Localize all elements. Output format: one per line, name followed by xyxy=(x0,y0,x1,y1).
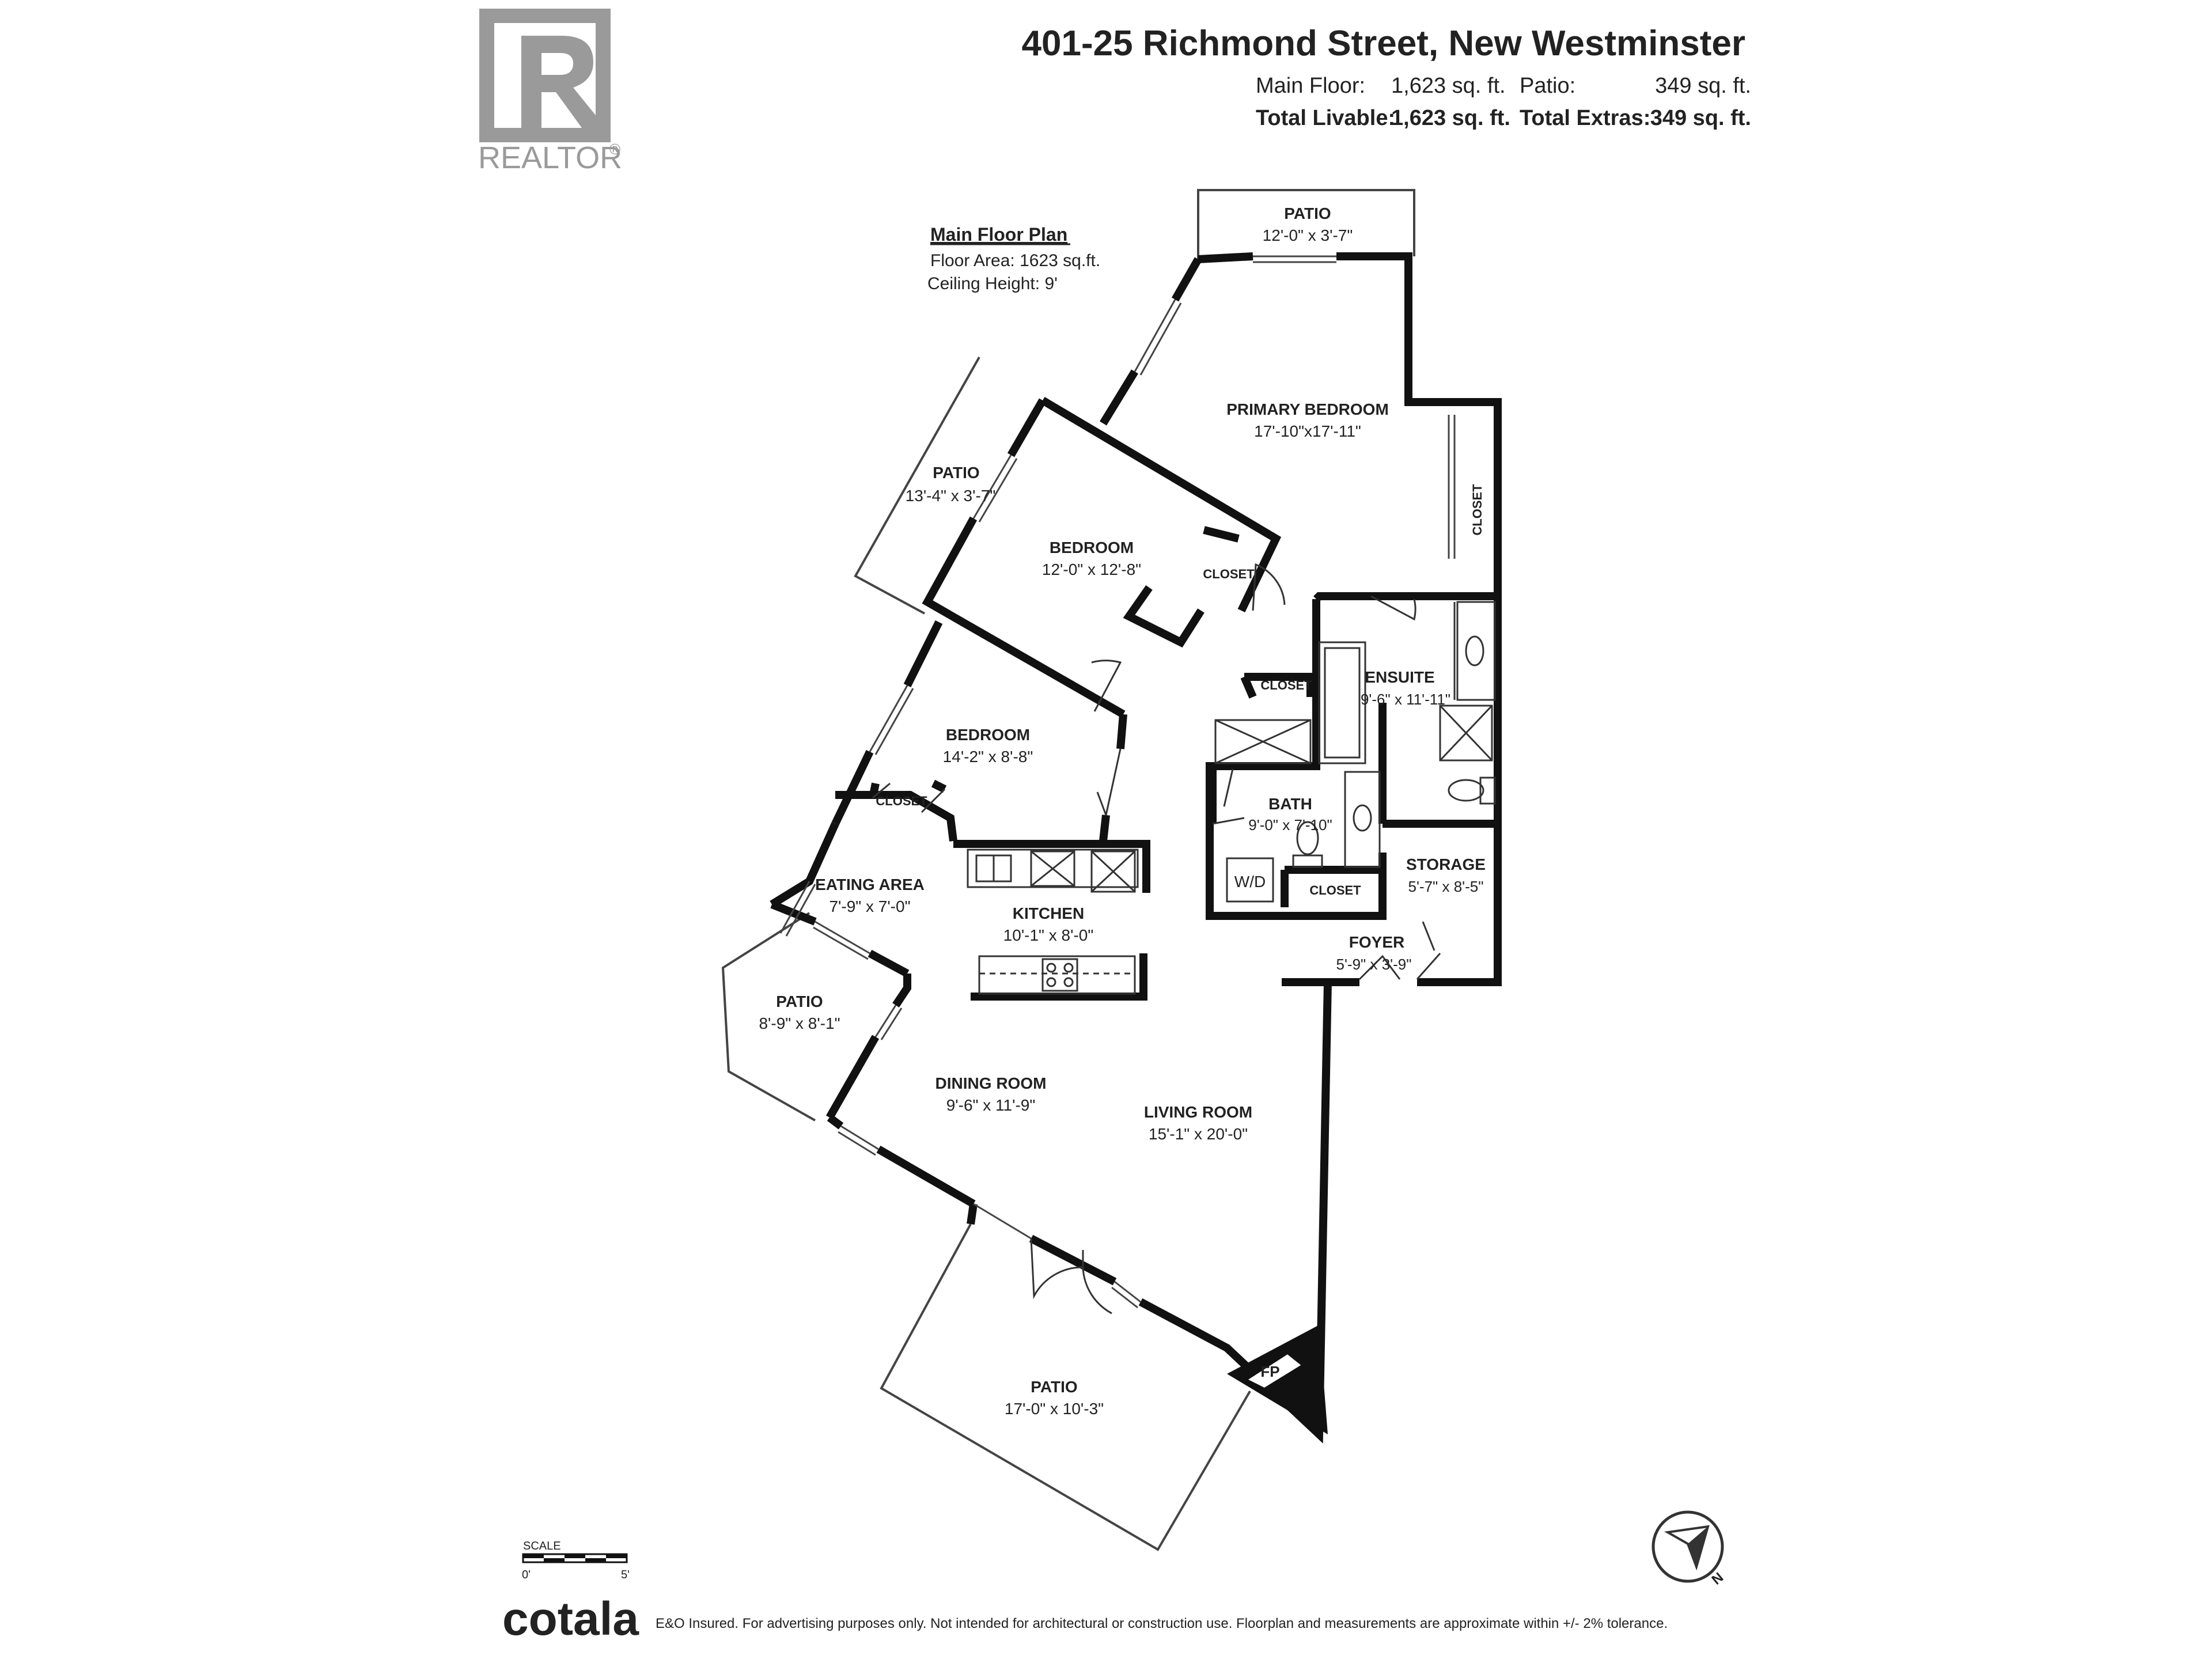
patio-top-name: PATIO xyxy=(1284,204,1331,222)
bedroom-2-dim: 14'-2" x 8'-8" xyxy=(943,748,1033,766)
bath-toilet xyxy=(1296,821,1319,855)
kitchen-counter-top xyxy=(967,849,1139,888)
walls xyxy=(770,252,1502,1444)
closet-label-bedroom-1: CLOSET xyxy=(1203,567,1255,581)
eating-area-dim: 7'-9" x 7'-0" xyxy=(829,897,910,915)
patio-left-dim: 13'-4" x 3'-7" xyxy=(906,487,996,505)
wd-label: W/D xyxy=(1234,873,1266,891)
bedroom-1-dim: 12'-0" x 12'-8" xyxy=(1042,560,1141,578)
ensuite-shower xyxy=(1439,704,1493,762)
scale-start: 0' xyxy=(522,1569,531,1581)
bath-vanity xyxy=(1344,771,1381,868)
bedroom-1-name: BEDROOM xyxy=(1050,539,1134,556)
area-summary: Main Floor: 1,623 sq. ft. Patio: 349 sq.… xyxy=(1256,74,1751,143)
scale-end: 5' xyxy=(621,1569,630,1581)
scale-bar: SCALE 0' 5' xyxy=(522,1540,630,1581)
bedroom-2-name: BEDROOM xyxy=(946,726,1030,744)
total-livable-label: Total Livable: xyxy=(1256,106,1396,130)
total-livable-value: 1,623 sq. ft. xyxy=(1391,106,1510,130)
closet-label-bedroom-2: CLOSET xyxy=(876,794,927,808)
patio-area-value: 349 sq. ft. xyxy=(1655,74,1751,98)
fireplace-label: FP xyxy=(1260,1363,1279,1380)
cooktop xyxy=(1041,958,1078,992)
fridge xyxy=(1090,850,1136,893)
storage-dim: 5'-7" x 8'-5" xyxy=(1408,878,1484,895)
main-floor-label: Main Floor: xyxy=(1256,74,1366,98)
dining-room-name: DINING ROOM xyxy=(935,1074,1047,1092)
patio-mid-name: PATIO xyxy=(776,993,823,1010)
address-title: 401-25 Richmond Street, New Westminster xyxy=(1021,24,1745,63)
patio-area-label: Patio: xyxy=(1520,74,1576,98)
cotala-logo: cotala xyxy=(502,1593,639,1645)
fireplace: FP xyxy=(1227,1325,1328,1434)
small-labels: CLOSET CLOSET CLOSET CLOSET CLOSET W/D xyxy=(876,484,1484,897)
patio-bottom-name: PATIO xyxy=(1031,1378,1077,1396)
eating-area-name: EATING AREA xyxy=(815,876,925,893)
patio-mid-dim: 8'-9" x 8'-1" xyxy=(759,1014,840,1032)
kitchen-dim: 10'-1" x 8'-0" xyxy=(1003,926,1094,944)
ensuite-vanity xyxy=(1456,601,1496,701)
primary-bedroom-name: PRIMARY BEDROOM xyxy=(1226,400,1389,418)
bath-name: BATH xyxy=(1268,795,1312,813)
fixtures xyxy=(967,601,1496,995)
living-room-dim: 15'-1" x 20'-0" xyxy=(1149,1125,1248,1143)
doors xyxy=(872,563,1441,1315)
foyer-dim: 5'-9" x 3'-9" xyxy=(1336,956,1412,973)
windows xyxy=(779,255,1456,1309)
scale-label: SCALE xyxy=(523,1540,561,1552)
kitchen-name: KITCHEN xyxy=(1013,904,1084,922)
bath-shower xyxy=(1214,719,1312,764)
registered-mark: ® xyxy=(609,141,620,158)
main-floor-value: 1,623 sq. ft. xyxy=(1391,74,1506,98)
ensuite-dim: 9'-6" x 11'-11" xyxy=(1361,691,1450,708)
patio-left-name: PATIO xyxy=(933,464,979,482)
ensuite-name: ENSUITE xyxy=(1365,668,1434,686)
living-room-name: LIVING ROOM xyxy=(1144,1103,1252,1121)
closet-label-hall: CLOSET xyxy=(1260,678,1312,692)
patio-bottom-dim: 17'-0" x 10'-3" xyxy=(1005,1400,1104,1418)
closet-label-bath: CLOSET xyxy=(1309,883,1361,897)
washer-dryer xyxy=(1226,857,1274,903)
realtor-wordmark: REALTOR xyxy=(478,141,622,175)
bathtub xyxy=(1318,641,1366,764)
kitchen-island xyxy=(978,955,1136,995)
storage-name: STORAGE xyxy=(1406,855,1486,873)
room-labels: PATIO 12'-0" x 3'-7" PRIMARY BEDROOM 17'… xyxy=(759,204,1486,1418)
bath-dim: 9'-0" x 7'-10" xyxy=(1248,816,1332,834)
patio-top-dim: 12'-0" x 3'-7" xyxy=(1263,226,1353,244)
total-extras-label: Total Extras: xyxy=(1520,106,1651,130)
dishwasher xyxy=(1030,850,1075,887)
plan-info: Main Floor Plan Floor Area: 1623 sq.ft. … xyxy=(927,224,1100,293)
realtor-logo: REALTOR ® xyxy=(478,9,622,175)
closet-label-primary: CLOSET xyxy=(1470,484,1484,536)
ensuite-toilet xyxy=(1448,779,1484,802)
dining-room-dim: 9'-6" x 11'-9" xyxy=(946,1096,1036,1114)
ceiling-height-note: Ceiling Height: 9' xyxy=(927,274,1058,293)
patio-outlines xyxy=(721,189,1415,1551)
total-extras-value: 349 sq. ft. xyxy=(1650,106,1751,130)
disclaimer: E&O Insured. For advertising purposes on… xyxy=(656,1616,1668,1631)
primary-bedroom-dim: 17'-10"x17'-11" xyxy=(1254,422,1361,440)
floor-area-note: Floor Area: 1623 sq.ft. xyxy=(930,251,1100,270)
footer: cotala E&O Insured. For advertising purp… xyxy=(502,1593,1668,1645)
plan-title: Main Floor Plan xyxy=(930,224,1067,245)
foyer-name: FOYER xyxy=(1349,933,1404,951)
north-arrow-icon: N xyxy=(1652,1510,1726,1588)
